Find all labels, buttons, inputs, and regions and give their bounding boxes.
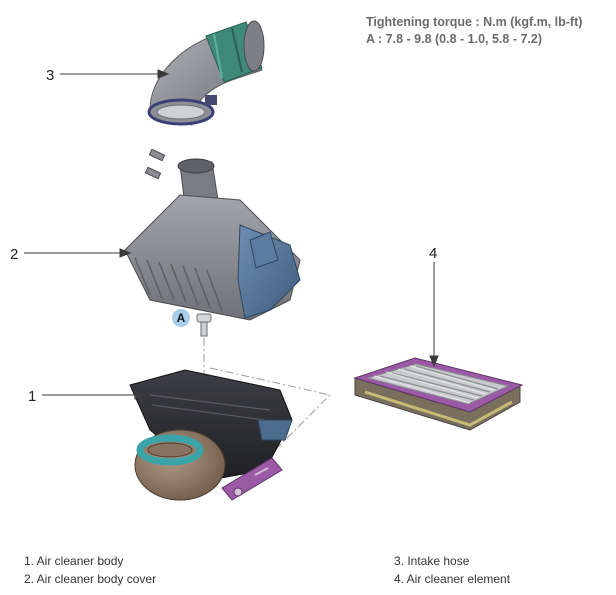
torque-spec: Tightening torque : N.m (kgf.m, lb-ft) A… bbox=[366, 14, 582, 48]
torque-title: Tightening torque : N.m (kgf.m, lb-ft) bbox=[366, 15, 583, 29]
legend-item-1: 1. Air cleaner body bbox=[24, 554, 124, 568]
callout-4: 4 bbox=[429, 245, 437, 262]
air-cleaner-body-cover bbox=[124, 148, 301, 321]
air-cleaner-body bbox=[129, 369, 293, 501]
callout-1: 1 bbox=[28, 388, 36, 405]
bolt-a: A bbox=[172, 309, 212, 337]
callout-3: 3 bbox=[46, 67, 54, 84]
legend-item-2: 2. Air cleaner body cover bbox=[24, 572, 157, 586]
legend-item-3: 3. Intake hose bbox=[394, 554, 470, 568]
callout-2: 2 bbox=[10, 246, 18, 263]
legend-right: 3. Intake hose 4. Air cleaner element bbox=[394, 552, 510, 588]
legend-item-4: 4. Air cleaner element bbox=[394, 572, 511, 586]
air-cleaner-element bbox=[353, 357, 524, 431]
intake-hose bbox=[147, 20, 265, 126]
callout-leaders bbox=[24, 69, 439, 400]
legend-left: 1. Air cleaner body 2. Air cleaner body … bbox=[24, 552, 156, 588]
torque-spec-a: A : 7.8 - 9.8 (0.8 - 1.0, 5.8 - 7.2) bbox=[366, 32, 543, 46]
bolt-a-label: A bbox=[177, 311, 186, 325]
